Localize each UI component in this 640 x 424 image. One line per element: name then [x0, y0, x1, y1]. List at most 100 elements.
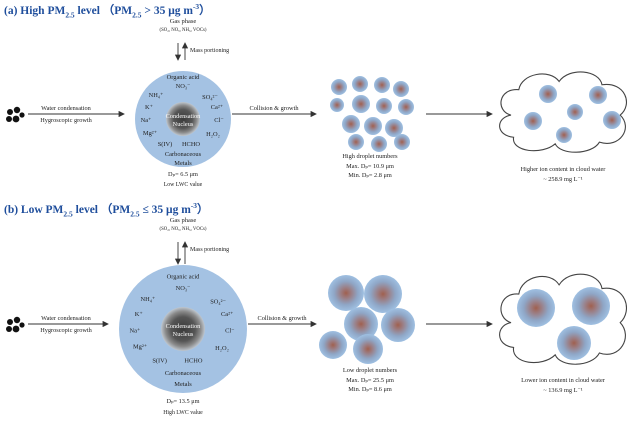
title-unit-sup: -3 — [190, 201, 198, 211]
droplet — [567, 104, 583, 120]
aerosol-particle — [13, 106, 21, 114]
droplet — [394, 134, 410, 150]
droplet — [348, 134, 364, 150]
title-level: level — [72, 204, 98, 216]
metals-label: Metals — [174, 160, 192, 167]
na-label: Na⁺ — [141, 117, 152, 124]
title-prefix: (a) High PM — [4, 5, 66, 17]
droplet — [556, 127, 572, 143]
hcho-label: HCHO — [184, 357, 202, 364]
droplet — [353, 334, 383, 364]
gas-phase-label: Gas phase — [170, 18, 197, 25]
droplet — [398, 99, 414, 115]
droplet — [344, 307, 378, 341]
ion-content-label: Higher ion content in cloud water — [521, 166, 607, 173]
title-threshold: > 35 μg m — [141, 5, 193, 17]
droplet — [393, 81, 409, 97]
title-paren-open: （PM — [102, 5, 133, 17]
title-unit-sup: -3 — [192, 2, 200, 12]
ion-value-label: ~ 258.9 mg L⁻¹ — [543, 176, 583, 183]
title-paren-close: ） — [197, 204, 209, 216]
droplet — [364, 117, 382, 135]
hygroscopic-growth-label: Hygroscopic growth — [40, 327, 92, 334]
droplet — [524, 112, 542, 130]
panel-high: Gas phase (SO₂, NOₓ, NH₃, VOCs) Mass porti… — [6, 18, 628, 188]
aerosol-particle — [12, 325, 20, 333]
droplet — [539, 85, 557, 103]
na-label: Na⁺ — [129, 327, 140, 334]
lwc-label: Low LWC value — [164, 182, 203, 188]
nucleus-label-line2: Nucleus — [173, 121, 194, 128]
droplet — [603, 111, 621, 129]
collision-growth-label: Collision & growth — [258, 315, 308, 322]
droplet — [352, 76, 368, 92]
lwc-label: High LWC value — [163, 410, 203, 416]
mg-label: Mg²⁺ — [133, 344, 147, 351]
droplet — [330, 98, 344, 112]
nucleus-label-line1: Condensation — [166, 113, 201, 120]
aerosol-particle — [19, 112, 25, 118]
mg-label: Mg²⁺ — [143, 130, 157, 137]
ca-label: Ca²⁺ — [221, 311, 233, 318]
aerosol-particle — [7, 319, 13, 325]
nucleus-label-line1: Condensation — [166, 323, 201, 330]
panel-b-title: (b) Low PM2.5 level （PM2.5 ≤ 35 μg m-3） — [4, 201, 209, 218]
h2o2-label: H₂O₂ — [206, 131, 220, 138]
water-condensation-label: Water condensation — [41, 315, 92, 322]
droplet — [364, 275, 402, 313]
droplet — [517, 289, 555, 327]
title-paren-sub: 2.5 — [132, 10, 142, 20]
siv-label: S(IV) — [158, 141, 173, 148]
condensation-nucleus — [161, 307, 205, 351]
condensation-nucleus — [166, 102, 200, 136]
title-paren-close: ） — [199, 5, 211, 17]
droplet — [385, 119, 403, 137]
droplet — [376, 98, 392, 114]
aerosol-particle — [13, 316, 21, 324]
nh4-label: NH₄⁺ — [149, 92, 164, 99]
droplet — [557, 326, 591, 360]
max-diameter-label: Max. Dₚ= 25.5 μm — [346, 377, 394, 384]
k-label: K⁺ — [135, 311, 143, 318]
carbonaceous-label: Carbonaceous — [165, 370, 202, 377]
aerosol-particle — [19, 322, 25, 328]
droplet — [371, 136, 387, 152]
metals-label: Metals — [174, 381, 192, 388]
max-diameter-label: Max. Dₚ= 10.9 μm — [346, 163, 394, 170]
nucleus-label-line2: Nucleus — [173, 331, 194, 338]
aerosol-particle — [12, 115, 20, 123]
title-paren-sub: 2.5 — [130, 209, 140, 219]
droplet — [589, 86, 607, 104]
organic-acid-label: Organic acid — [167, 274, 201, 281]
min-diameter-label: Min. Dₚ= 8.6 μm — [348, 386, 392, 393]
droplet — [331, 79, 347, 95]
droplet — [352, 95, 370, 113]
ion-content-label: Lower ion content in cloud water — [521, 377, 606, 384]
panel-a-title: (a) High PM2.5 level （PM2.5 > 35 μg m-3） — [4, 2, 211, 19]
aerosol-particle — [6, 326, 12, 332]
mass-portioning-label: Mass portioning — [190, 247, 229, 253]
so4-label: SO₄²⁻ — [202, 94, 218, 101]
no3-label: NO₃⁻ — [176, 83, 191, 90]
water-condensation-label: Water condensation — [41, 105, 92, 112]
gas-phase-label: Gas phase — [170, 217, 197, 224]
droplet-numbers-label: High droplet numbers — [342, 153, 398, 160]
droplet — [572, 287, 610, 325]
ion-value-label: ~ 136.9 mg L⁻¹ — [543, 387, 583, 394]
no3-label: NO₃⁻ — [176, 285, 191, 292]
gas-species-label: (SO₂, NOₓ, NH₃, VOCs) — [159, 28, 206, 33]
droplet-diameter-label: Dₚ= 6.5 μm — [168, 171, 198, 178]
mass-portioning-label: Mass portioning — [190, 48, 229, 54]
title-sub: 2.5 — [63, 209, 73, 219]
so4-label: SO₄²⁻ — [210, 299, 226, 306]
carbonaceous-label: Carbonaceous — [165, 151, 202, 158]
droplet — [342, 115, 360, 133]
title-threshold: ≤ 35 μg m — [139, 204, 191, 216]
siv-label: S(IV) — [152, 357, 167, 364]
droplet — [374, 77, 390, 93]
title-paren-open: （PM — [100, 204, 131, 216]
droplet-numbers-label: Low droplet numbers — [343, 367, 398, 374]
hcho-label: HCHO — [182, 141, 200, 148]
title-prefix: (b) Low PM — [4, 204, 64, 216]
droplet — [328, 275, 364, 311]
